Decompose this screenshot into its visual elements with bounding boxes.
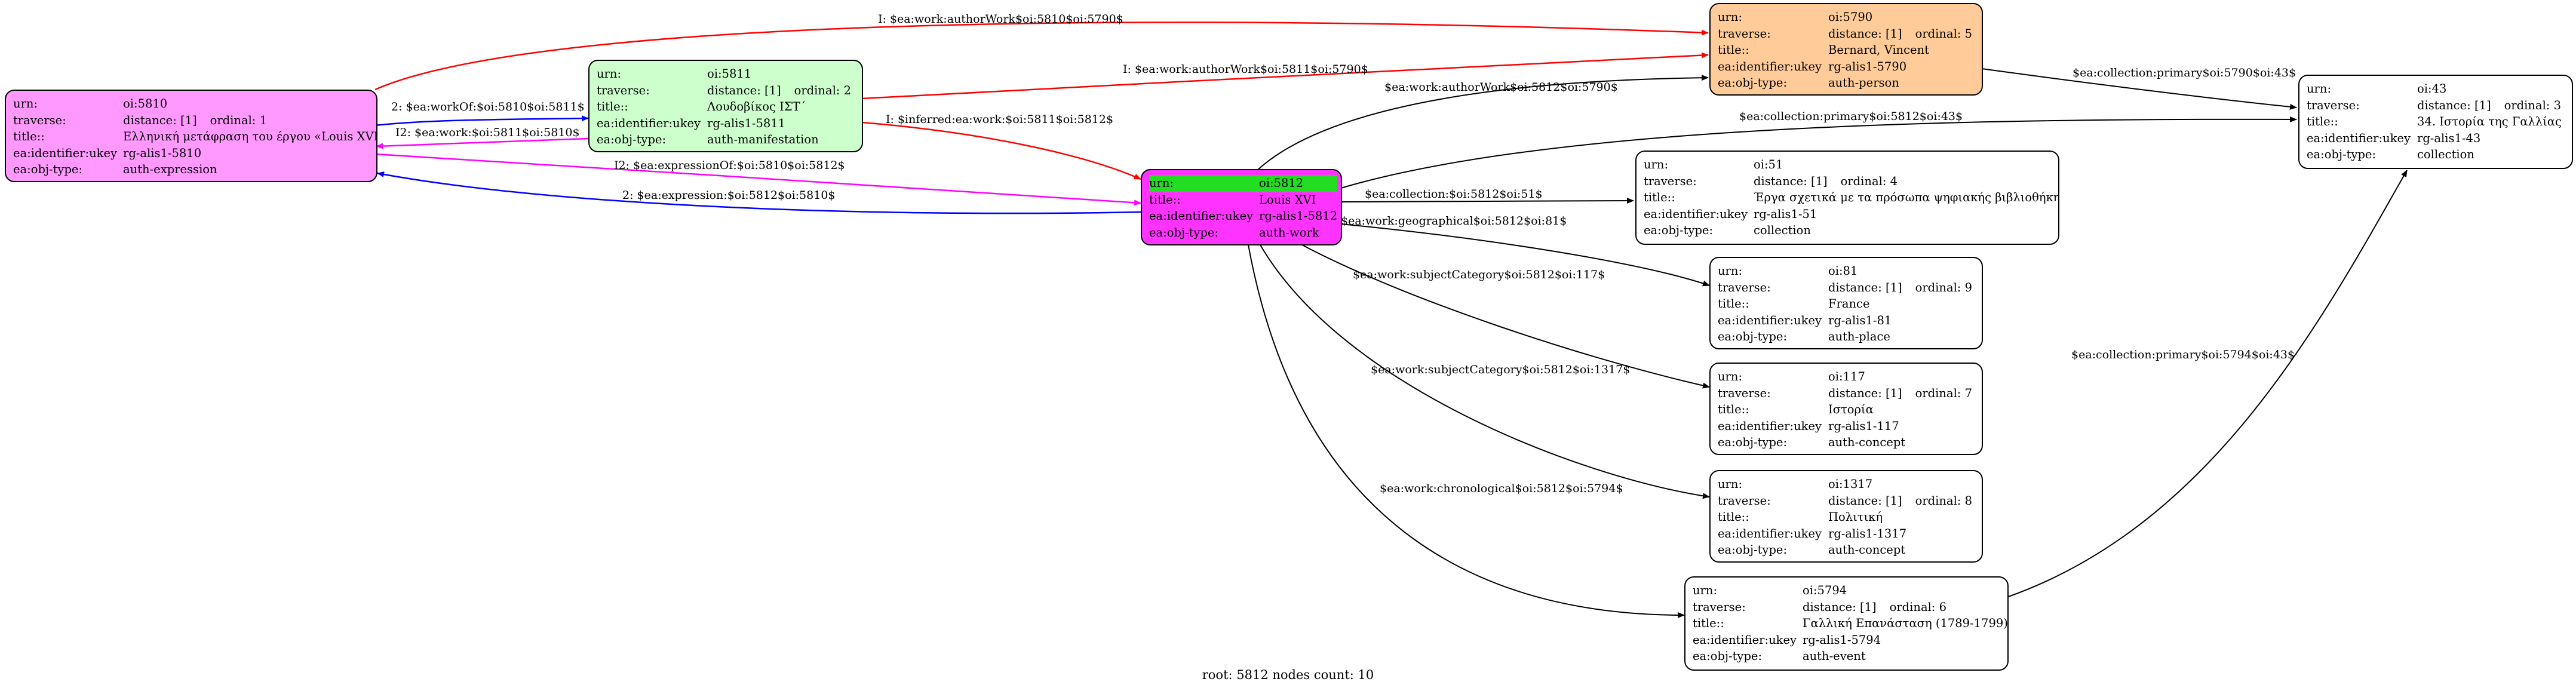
edge-5812-5794-chronological: $ea:work:chronological$oi:5812$oi:5794$ [1248, 244, 1685, 618]
node-fields: urn:oi:5794 traverse:distance: [1]ordina… [1693, 583, 2008, 663]
edge-label: I: $ea:work:authorWork$oi:5810$oi:5790$ [878, 13, 1123, 26]
graph-footer: root: 5812 nodes count: 10 [1202, 668, 1374, 682]
node-fields: urn:oi:43 traverse:distance: [1]ordinal:… [2307, 82, 2562, 161]
edge-5812-81-geographical: $ea:work:geographical$oi:5812$oi:81$ [1340, 214, 1710, 287]
node-oi-81[interactable]: urn:oi:81 traverse:distance: [1]ordinal:… [1709, 257, 1983, 349]
edge-label: $ea:work:authorWork$oi:5812$oi:5790$ [1384, 81, 1618, 94]
node-fields: urn:oi:1317 traverse:distance: [1]ordina… [1718, 477, 1972, 557]
edge-label: 2: $ea:workOf:$oi:5810$oi:5811$ [391, 100, 585, 113]
node-oi-51[interactable]: urn:oi:51 traverse:distance: [1]ordinal:… [1635, 151, 2059, 245]
edge-5812-1317-subjectCategory: $ea:work:subjectCategory$oi:5812$oi:1317… [1260, 244, 1710, 499]
edge-label: I2: $ea:expressionOf:$oi:5810$oi:5812$ [614, 159, 845, 172]
edge-5811-5810-work: I2: $ea:work:$oi:5811$oi:5810$ [376, 126, 589, 149]
edge-label: $ea:work:subjectCategory$oi:5812$oi:117$ [1353, 268, 1605, 281]
node-fields: urn:oi:81 traverse:distance: [1]ordinal:… [1718, 264, 1972, 343]
edge-label: I: $inferred:ea:work:$oi:5811$oi:5812$ [886, 113, 1113, 126]
edge-label: $ea:collection:$oi:5812$oi:51$ [1365, 188, 1543, 201]
edge-5812-117-subjectCategory: $ea:work:subjectCategory$oi:5812$oi:117$ [1301, 244, 1710, 389]
edge-label: $ea:collection:primary$oi:5812$oi:43$ [1739, 110, 1963, 123]
node-fields: urn:oi:5812 title::Louis XVI ea:identifi… [1149, 175, 1338, 239]
node-fields: urn:oi:5810 traverse:distance: [1]ordina… [13, 97, 377, 176]
edge-5812-5790-authorWork: $ea:work:authorWork$oi:5812$oi:5790$ [1257, 75, 1709, 171]
edge-5810-5790-authorWork: I: $ea:work:authorWork$oi:5810$oi:5790$ [374, 13, 1709, 91]
edge-5790-43-collection-primary: $ea:collection:primary$oi:5790$oi:43$ [1981, 66, 2297, 110]
node-oi-5794[interactable]: urn:oi:5794 traverse:distance: [1]ordina… [1684, 576, 2009, 671]
edge-label: $ea:work:subjectCategory$oi:5812$oi:1317… [1371, 363, 1630, 376]
node-oi-5810[interactable]: urn:oi:5810 traverse:distance: [1]ordina… [5, 90, 377, 182]
edge-label: $ea:work:chronological$oi:5812$oi:5794$ [1380, 482, 1623, 495]
root-highlight-row: urn:oi:5812 [1149, 175, 1338, 192]
edge-5812-43-collection-primary: $ea:collection:primary$oi:5812$oi:43$ [1340, 110, 2297, 189]
node-fields: urn:oi:5811 traverse:distance: [1]ordina… [597, 67, 851, 146]
node-oi-43[interactable]: urn:oi:43 traverse:distance: [1]ordinal:… [2298, 75, 2573, 169]
node-oi-5811[interactable]: urn:oi:5811 traverse:distance: [1]ordina… [588, 60, 863, 152]
node-fields: urn:oi:5790 traverse:distance: [1]ordina… [1718, 10, 1972, 90]
node-fields: urn:oi:117 traverse:distance: [1]ordinal… [1718, 370, 1972, 449]
node-oi-1317[interactable]: urn:oi:1317 traverse:distance: [1]ordina… [1709, 470, 1983, 563]
edge-5810-5812-expressionOf: I2: $ea:expressionOf:$oi:5810$oi:5812$ [374, 153, 1141, 206]
edge-5812-51-collection: $ea:collection:$oi:5812$oi:51$ [1340, 188, 1634, 204]
edge-label: I: $ea:work:authorWork$oi:5811$oi:5790$ [1123, 63, 1368, 76]
edge-label: 2: $ea:expression:$oi:5812$oi:5810$ [622, 189, 836, 202]
node-oi-5790[interactable]: urn:oi:5790 traverse:distance: [1]ordina… [1709, 3, 1983, 96]
edge-label: I2: $ea:work:$oi:5811$oi:5810$ [395, 126, 580, 139]
edge-5794-43-collection-primary: $ea:collection:primary$oi:5794$oi:43$ [2006, 170, 2408, 598]
edge-5811-5790-authorWork: I: $ea:work:authorWork$oi:5811$oi:5790$ [861, 52, 1709, 100]
edge-label: $ea:work:geographical$oi:5812$oi:81$ [1341, 214, 1567, 228]
edge-5810-5811-workOf: 2: $ea:workOf:$oi:5810$oi:5811$ [374, 100, 589, 127]
edge-label: $ea:collection:primary$oi:5794$oi:43$ [2071, 348, 2295, 361]
node-fields: urn:oi:51 traverse:distance: [1]ordinal:… [1644, 158, 2059, 237]
edge-5812-5810-expression: 2: $ea:expression:$oi:5812$oi:5810$ [377, 171, 1141, 214]
edge-label: $ea:collection:primary$oi:5790$oi:43$ [2073, 66, 2296, 79]
edge-5811-5812-inferred: I: $inferred:ea:work:$oi:5811$oi:5812$ [861, 113, 1141, 180]
node-oi-117[interactable]: urn:oi:117 traverse:distance: [1]ordinal… [1709, 363, 1983, 455]
node-oi-5812-root[interactable]: urn:oi:5812 title::Louis XVI ea:identifi… [1141, 169, 1342, 245]
